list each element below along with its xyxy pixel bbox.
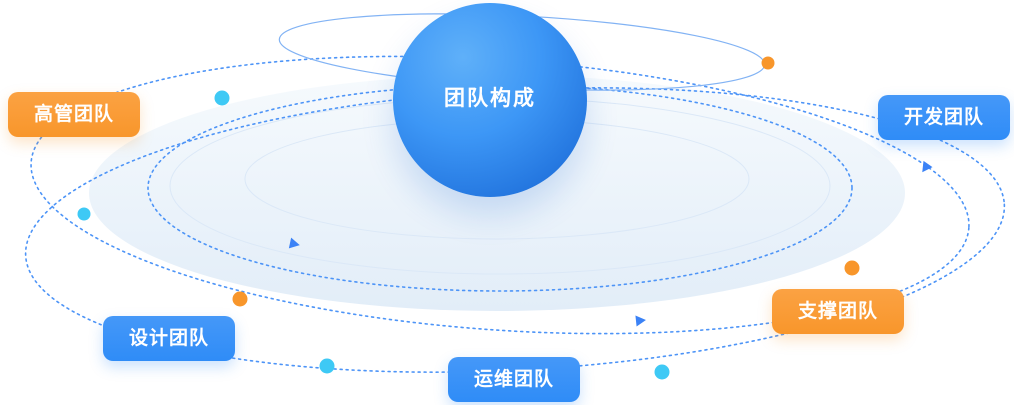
orbit-dot	[844, 260, 860, 276]
orbit-dot	[319, 358, 335, 374]
orbit-dot	[232, 291, 248, 307]
orbit-dot	[77, 207, 91, 221]
orbit-arrow-icon	[922, 160, 933, 173]
team-badge-support: 支撑团队	[772, 289, 905, 334]
center-sphere: 团队构成	[393, 3, 587, 197]
orbit-dot	[214, 90, 230, 106]
orbit-arrow-icon	[288, 237, 300, 249]
orbit-dot	[761, 56, 775, 70]
team-badge-design: 设计团队	[103, 316, 236, 361]
team-badge-development: 开发团队	[878, 95, 1011, 140]
team-badge-executive: 高管团队	[8, 92, 141, 137]
diagram-title: 团队构成	[444, 87, 536, 110]
orbit-arrow-icon	[635, 315, 646, 327]
orbit-dot	[654, 364, 670, 380]
team-badge-operations: 运维团队	[448, 357, 581, 402]
